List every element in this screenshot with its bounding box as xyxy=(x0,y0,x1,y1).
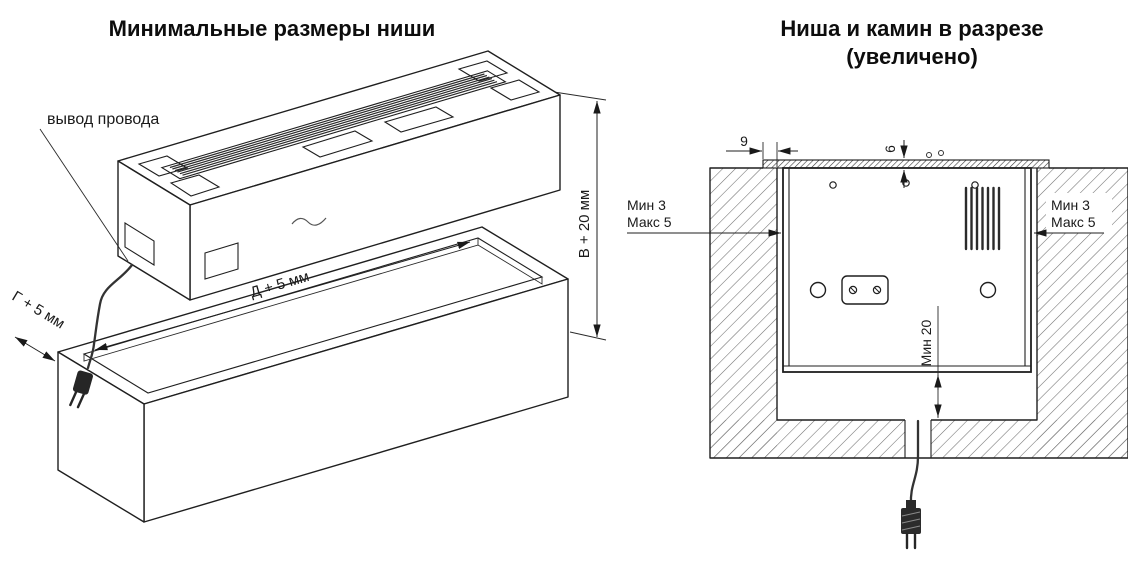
front-vent-grille-icon xyxy=(204,242,239,280)
flange-screws xyxy=(926,150,944,158)
power-cord xyxy=(69,263,134,409)
corner-vent-grilles xyxy=(137,60,541,197)
fireplace-section xyxy=(762,150,1050,373)
right-subtitle: (увеличено) xyxy=(846,44,978,69)
hole-icon xyxy=(809,281,827,299)
power-plug-icon xyxy=(901,500,921,550)
extension-lines xyxy=(762,142,778,167)
body-wall-thickness-lines xyxy=(783,168,1031,367)
top-flange xyxy=(762,159,1050,169)
depth-dimension-label: Г + 5 мм xyxy=(9,288,68,333)
screw-icon xyxy=(926,152,932,158)
control-box xyxy=(841,275,889,305)
burner-grate-lines xyxy=(169,73,498,176)
right-gap-dimension: Мин 3 Макс 5 xyxy=(1034,193,1112,237)
slider-covers xyxy=(301,106,455,158)
left-gap-min-label: Мин 3 xyxy=(627,197,666,213)
left-gap-max-label: Макс 5 xyxy=(627,214,672,230)
niche-box xyxy=(57,226,569,523)
wire-outlet-label: вывод провода xyxy=(47,111,159,128)
right-gap-max-label: Макс 5 xyxy=(1051,214,1096,230)
power-plug-icon xyxy=(69,370,93,409)
cord-wire xyxy=(909,419,920,506)
control-unit xyxy=(809,275,997,305)
end-vent-grille-icon xyxy=(124,222,155,266)
height-dimension: В + 20 мм xyxy=(553,91,607,341)
screw-icon xyxy=(938,150,944,156)
bottom-gap-label: Мин 20 xyxy=(918,319,934,366)
fireplace-insert xyxy=(117,50,561,301)
niche-inner-outline xyxy=(776,168,1038,421)
flange-thickness-label: 6 xyxy=(882,145,898,153)
flange-overhang-dimension: 9 xyxy=(726,133,798,167)
depth-dimension-line xyxy=(14,336,56,362)
cord-wire xyxy=(86,263,134,370)
vent-grille-icon xyxy=(489,79,541,101)
fireplace-body xyxy=(782,167,1032,373)
wire-outlet-callout: вывод провода xyxy=(39,111,159,262)
section-power-cord xyxy=(901,419,921,550)
burner-slot xyxy=(160,70,507,180)
left-wall-hatch xyxy=(710,168,777,458)
right-title: Ниша и камин в разрезе xyxy=(780,16,1043,41)
vent-grille-icon xyxy=(137,155,189,177)
hole-icon xyxy=(971,181,979,189)
left-gap-dimension: Мин 3 Макс 5 xyxy=(627,197,781,237)
screw-icon xyxy=(848,285,858,295)
bottom-gap-dimension: Мин 20 xyxy=(918,306,942,418)
right-gap-min-label: Мин 3 xyxy=(1051,197,1090,213)
right-diagram: Ниша и камин в разрезе (увеличено) xyxy=(627,16,1128,550)
depth-dimension: Г + 5 мм xyxy=(9,288,68,362)
slider-cover xyxy=(301,130,374,158)
hole-icon xyxy=(829,181,837,189)
vent-grille-icon xyxy=(169,174,221,197)
cord-channel-edges xyxy=(904,420,932,458)
callout-leader-line xyxy=(39,128,129,262)
label-backdrop xyxy=(1046,193,1112,233)
screw-slot xyxy=(874,287,880,293)
flange-thickness-dimension: 6 xyxy=(882,140,908,188)
slider-cover xyxy=(383,106,455,133)
brand-logo xyxy=(291,217,327,226)
side-vent-grille xyxy=(964,186,1001,251)
height-dimension-label: В + 20 мм xyxy=(576,190,593,259)
screw-icon xyxy=(872,285,882,295)
length-dimension-line xyxy=(94,241,471,351)
fireplace-end-face xyxy=(117,160,191,301)
screw-slot xyxy=(850,287,856,293)
niche-end-face xyxy=(57,351,145,523)
left-diagram: Минимальные размеры ниши Д + 5 мм Г + 5 … xyxy=(9,16,607,523)
left-title: Минимальные размеры ниши xyxy=(109,16,436,41)
flange-overhang-label: 9 xyxy=(740,133,748,149)
height-extension-lines xyxy=(553,91,607,341)
hole-icon xyxy=(979,281,997,299)
vent-grille-icon xyxy=(457,60,509,82)
